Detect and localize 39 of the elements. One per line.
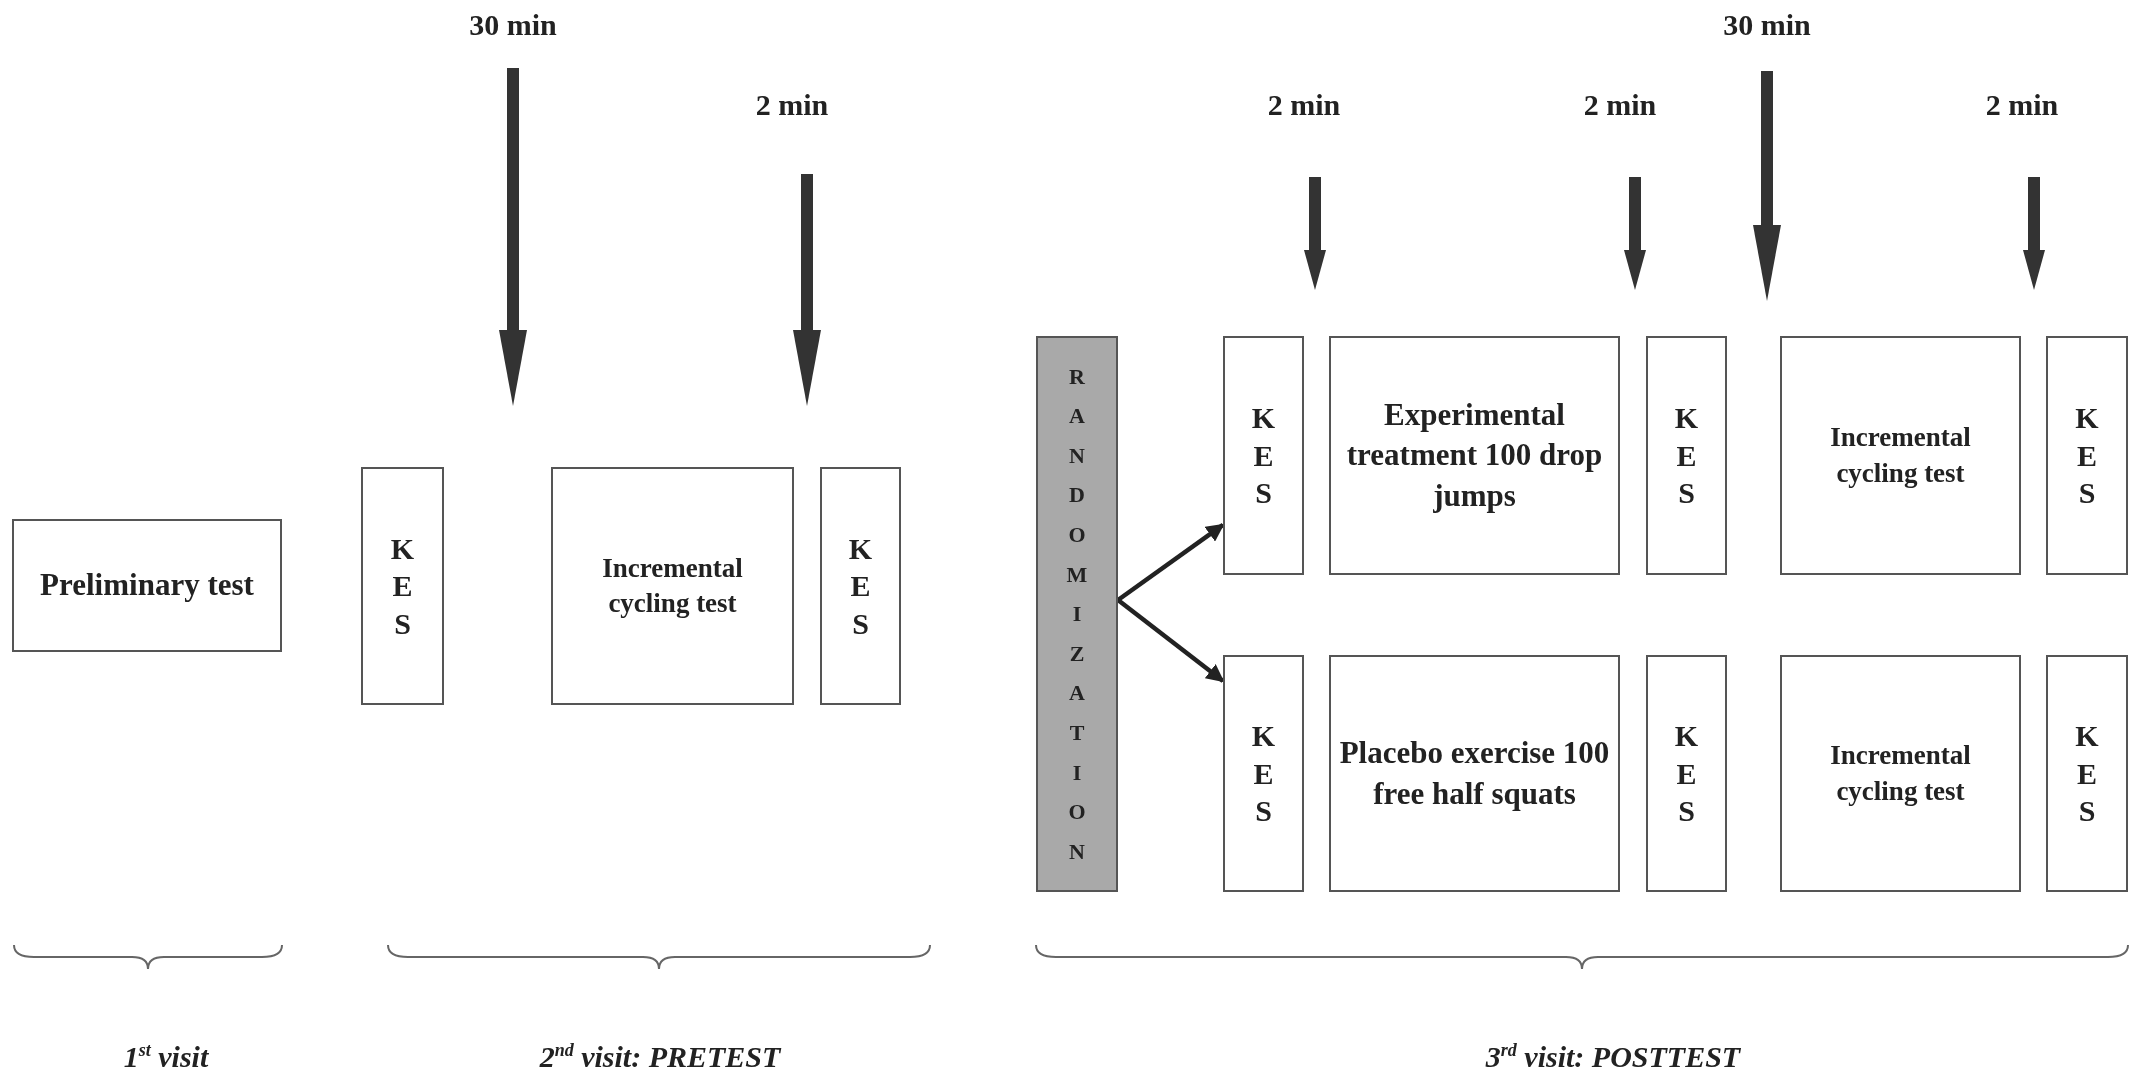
duration-label: 2 min <box>1267 88 1341 122</box>
node-text: KES <box>2074 400 2100 512</box>
duration-label: 30 min <box>1723 8 1811 42</box>
duration-label: 30 min <box>469 8 557 42</box>
randomization-box <box>1036 336 1118 892</box>
process-box <box>1329 655 1620 892</box>
process-box <box>361 467 444 705</box>
duration-label: 2 min <box>1583 88 1657 122</box>
node-text: KES <box>2074 718 2100 830</box>
process-box <box>1780 655 2021 892</box>
process-box <box>1646 336 1727 575</box>
process-box <box>820 467 901 705</box>
process-box <box>551 467 794 705</box>
node-text: KES <box>1673 400 1700 512</box>
node-text: Incremental cycling test <box>1829 421 1972 490</box>
process-box <box>1646 655 1727 892</box>
process-box <box>1780 336 2021 575</box>
node-text: RANDOMIZATION <box>1066 362 1088 866</box>
visit-label: 1$^{st}$ visit <box>123 1040 209 1074</box>
node-text: Experimental treatment 100 drop jumps <box>1345 396 1604 515</box>
node-text: KES <box>847 530 874 642</box>
node-text: Incremental cycling test <box>1829 739 1972 808</box>
process-box <box>1223 655 1304 892</box>
visit-label: 3$^{rd}$ visit: POSTTEST <box>1485 1040 1741 1074</box>
process-box <box>1329 336 1620 575</box>
node-text: KES <box>389 530 416 642</box>
node-text: Incremental cycling test <box>601 551 744 620</box>
node-text: KES <box>1250 718 1277 830</box>
node-text: KES <box>1673 718 1700 830</box>
node-text: Placebo exercise 100 free half squats <box>1338 734 1611 813</box>
duration-label: 2 min <box>755 88 829 122</box>
process-box <box>12 519 282 652</box>
process-box <box>1223 336 1304 575</box>
duration-label: 2 min <box>1985 88 2059 122</box>
node-text: Preliminary test <box>39 566 255 605</box>
process-box <box>2046 336 2128 575</box>
process-box <box>2046 655 2128 892</box>
node-text: KES <box>1250 400 1277 512</box>
visit-label: 2$^{nd}$ visit: PRETEST <box>539 1040 781 1074</box>
